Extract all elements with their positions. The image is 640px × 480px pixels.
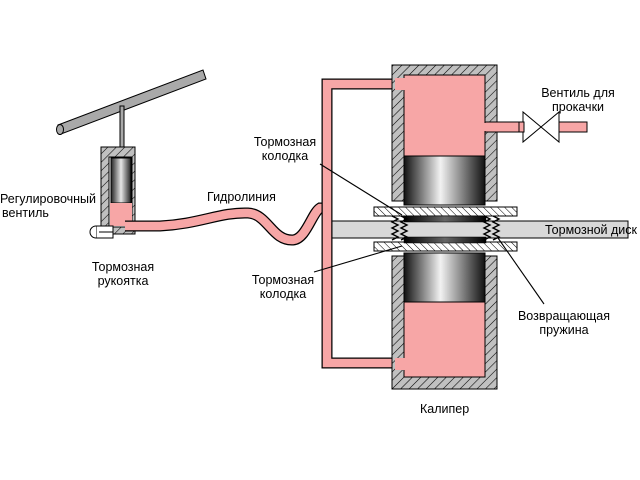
bleed-valve-icon: [518, 110, 588, 144]
adjusting-valve-label-line2: вентиль: [2, 206, 49, 220]
brake-pads: [373, 206, 518, 252]
brake-pad-top-label-line1: Тормозная: [253, 135, 317, 149]
return-spring-icon: [390, 215, 501, 241]
hydroline-label: Гидролиния: [207, 190, 276, 204]
bleed-valve-label-line1: Вентиль для: [541, 86, 615, 100]
return-spring-label-line1: Возвращающая: [517, 309, 611, 323]
pointer-lines: [313, 163, 545, 305]
bleed-valve-label: Вентиль для прокачки: [522, 86, 634, 114]
return-spring-label-line2: пружина: [539, 323, 589, 337]
brake-pad-top-label: Тормозная колодка: [240, 135, 330, 163]
bleed-valve-label-line2: прокачки: [551, 100, 605, 114]
adjusting-valve-icon: [89, 225, 114, 239]
brake-pad-bottom-label-line2: колодка: [259, 287, 307, 301]
caliper-label: Калипер: [420, 402, 469, 416]
brake-lever-icon: [56, 69, 207, 157]
brake-pad-bottom-label-line1: Тормозная: [251, 273, 315, 287]
brake-disc-label-text: Тормозной диск: [545, 223, 638, 237]
caliper-label-text: Калипер: [420, 402, 470, 416]
hydroline-label-text: Гидролиния: [207, 190, 276, 204]
hydraulic-line: [125, 78, 402, 369]
brake-pad-top-label-line2: колодка: [261, 149, 309, 163]
return-spring-label: Возвращающая пружина: [508, 309, 620, 337]
brake-handle-label: Тормозная рукоятка: [78, 260, 168, 288]
adjusting-valve-label-line1: Регулировочный: [0, 192, 97, 206]
brake-disc-label: Тормозной диск: [545, 223, 637, 237]
brake-handle-label-line2: рукоятка: [97, 274, 149, 288]
brake-handle-label-line1: Тормозная: [91, 260, 155, 274]
master-cylinder-icon: [100, 146, 136, 235]
adjusting-valve-label: Регулировочный вентиль: [0, 192, 97, 220]
caliper-icon: [391, 64, 520, 390]
brake-pad-bottom-label: Тормозная колодка: [238, 273, 328, 301]
